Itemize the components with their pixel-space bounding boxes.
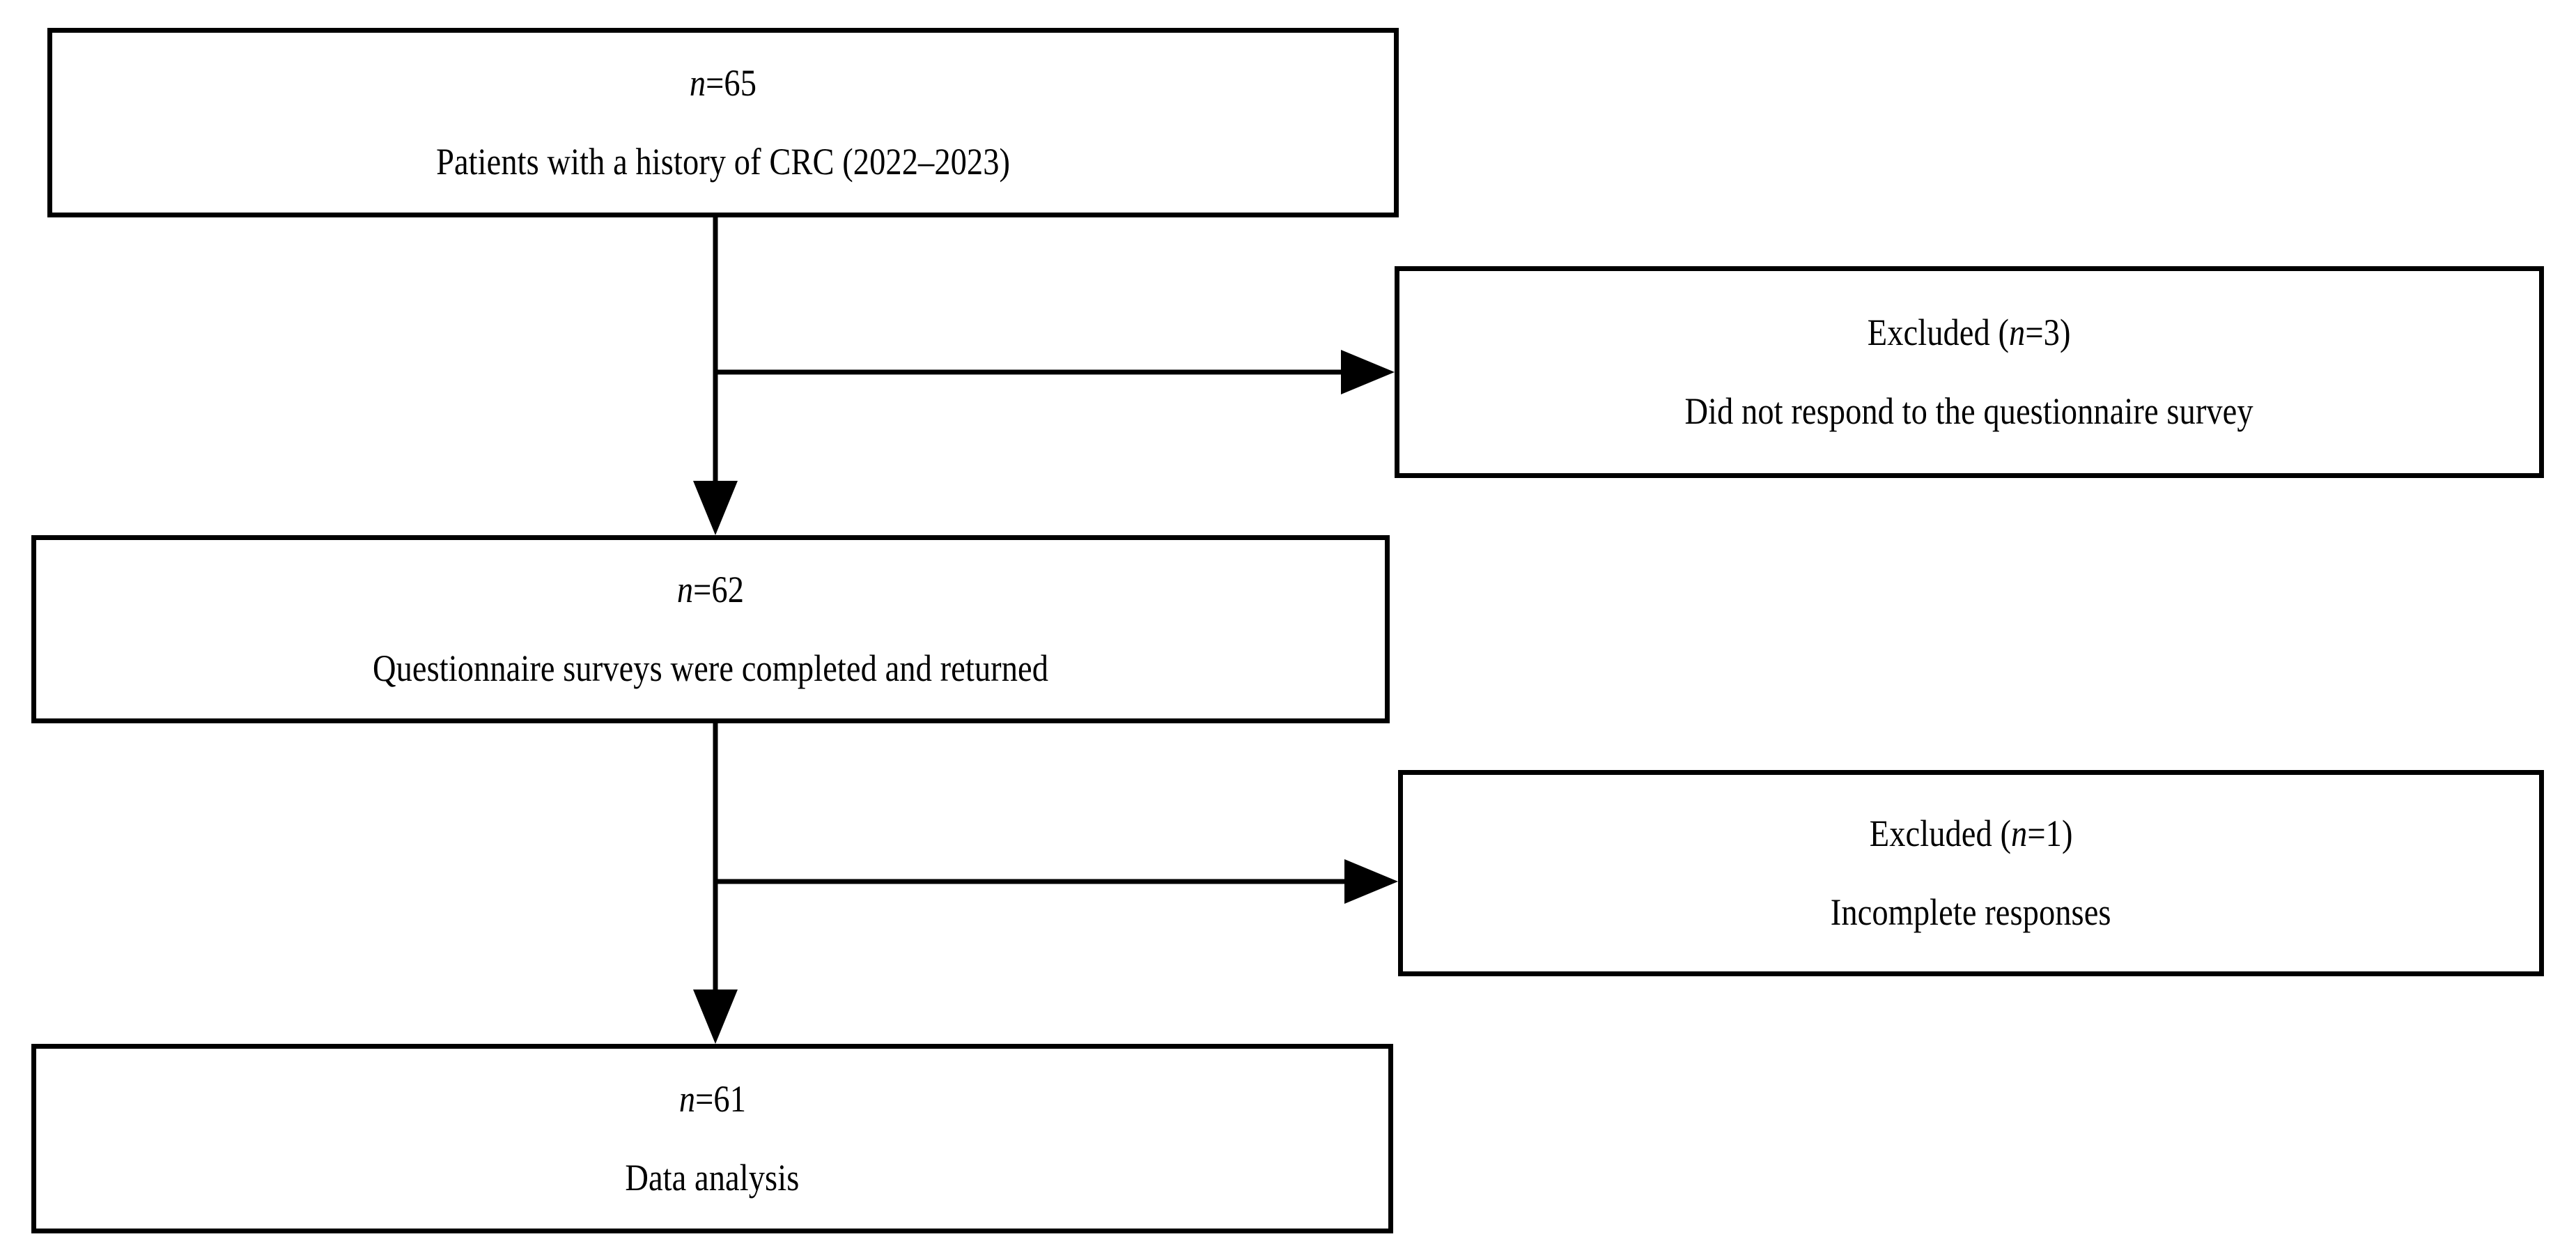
node-excluded-2-label: Excluded (n=1)	[1870, 803, 2073, 864]
node-returned: n=62 Questionnaire surveys were complete…	[31, 535, 1390, 723]
node-enrolled: n=65 Patients with a history of CRC (202…	[47, 28, 1399, 217]
edge-enrolled-to-excluded-1-arrowhead	[1341, 350, 1395, 394]
node-analysis-count-italic-n: n	[678, 1077, 695, 1120]
node-analysis-description: Data analysis	[625, 1157, 800, 1199]
node-returned-count-value: =62	[693, 568, 745, 610]
edge-returned-to-analysis-arrowhead	[693, 990, 738, 1044]
edge-enrolled-to-returned-arrowhead	[693, 481, 738, 535]
node-excluded-1-label: Excluded (n=3)	[1868, 302, 2071, 363]
node-returned-count: n=62	[677, 560, 744, 620]
node-excluded-1-label-prefix: Excluded (	[1868, 311, 2010, 353]
node-enrolled-count-value: =65	[706, 61, 757, 104]
node-excluded-2: Excluded (n=1) Incomplete responses	[1398, 770, 2544, 976]
node-excluded-1-description: Did not respond to the questionnaire sur…	[1684, 390, 2254, 432]
node-enrolled-description: Patients with a history of CRC (2022–202…	[435, 141, 1011, 183]
node-excluded-2-description: Incomplete responses	[1831, 891, 2111, 933]
node-analysis-count-value: =61	[695, 1077, 746, 1120]
node-enrolled-count: n=65	[690, 53, 756, 114]
node-enrolled-count-italic-n: n	[689, 61, 706, 104]
node-returned-count-italic-n: n	[676, 568, 694, 610]
edge-returned-to-excluded-2-arrowhead	[1344, 859, 1398, 904]
node-excluded-1-label-italic-n: n	[2009, 311, 2026, 353]
node-returned-description: Questionnaire surveys were completed and…	[372, 647, 1049, 689]
node-excluded-2-label-suffix: =1)	[2027, 812, 2073, 854]
node-analysis: n=61 Data analysis	[31, 1044, 1393, 1233]
node-excluded-2-label-italic-n: n	[2010, 812, 2028, 854]
node-excluded-1: Excluded (n=3) Did not respond to the qu…	[1395, 266, 2544, 478]
node-excluded-2-label-prefix: Excluded (	[1869, 812, 2011, 854]
node-analysis-count: n=61	[678, 1069, 745, 1130]
node-excluded-1-label-suffix: =3)	[2025, 311, 2071, 353]
